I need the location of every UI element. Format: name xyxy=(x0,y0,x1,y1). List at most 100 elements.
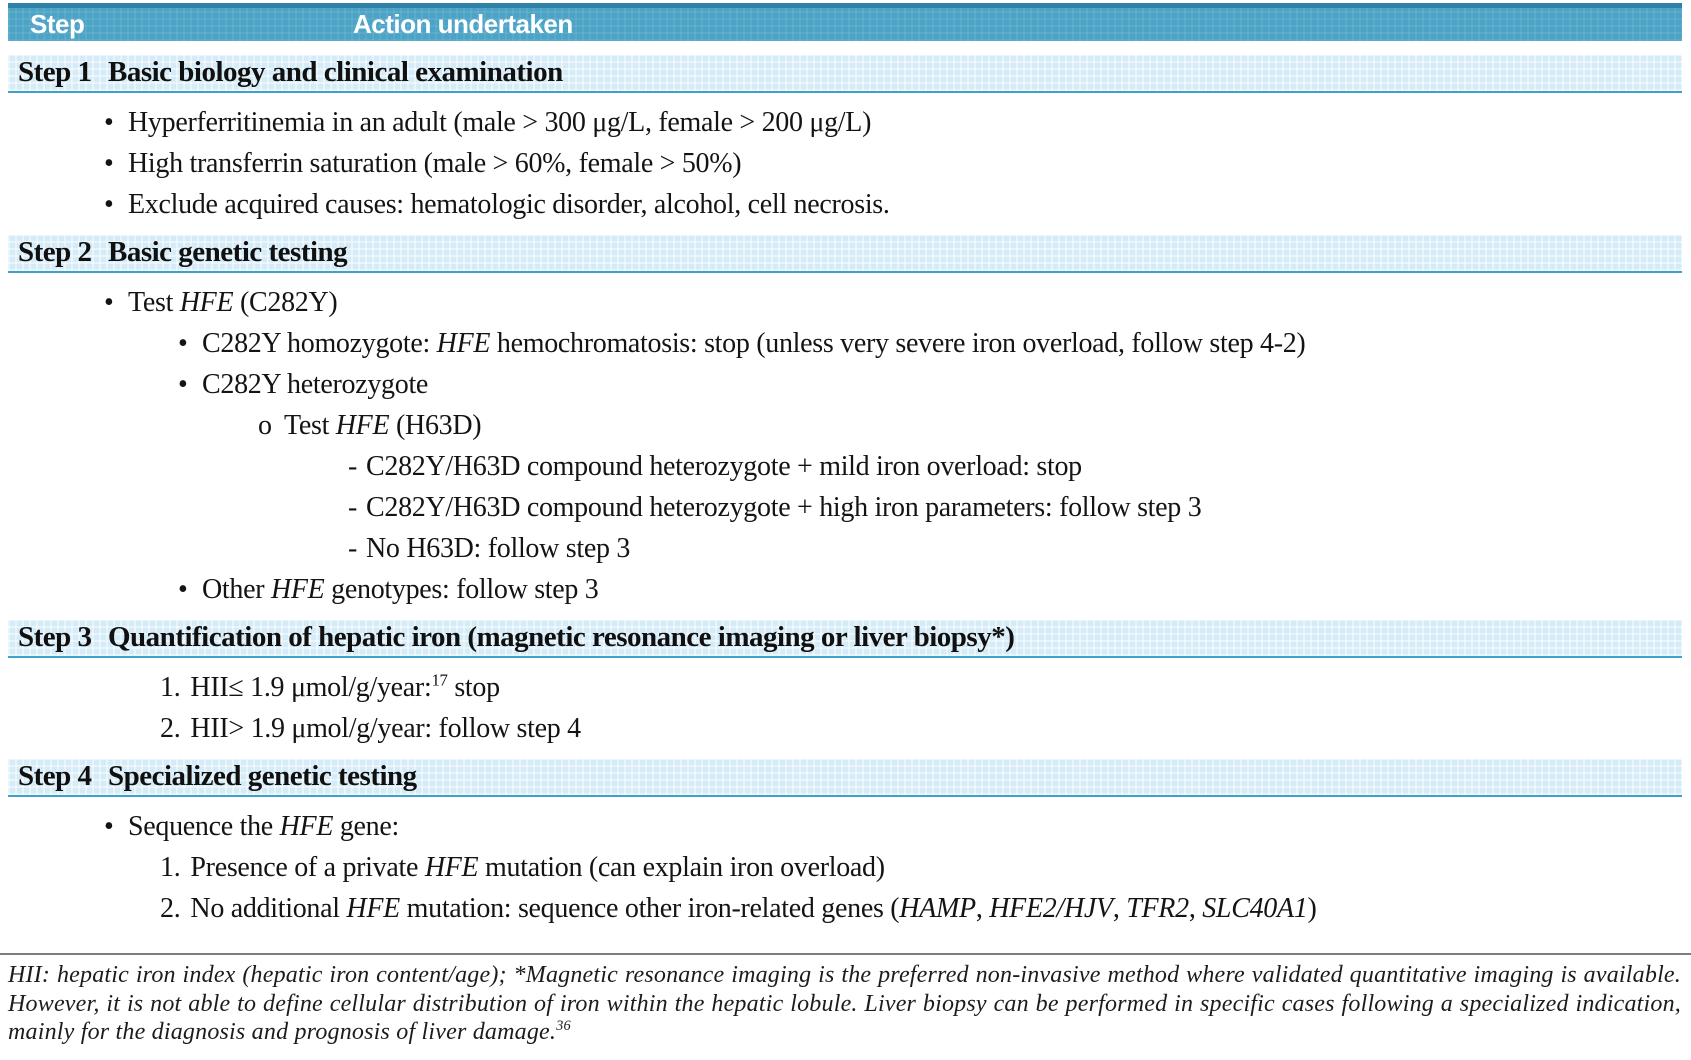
list-item: -C282Y/H63D compound heterozygote + high… xyxy=(8,487,1682,528)
item-text: Exclude acquired causes: hematologic dis… xyxy=(128,189,890,220)
step-section: Step 2 Basic genetic testing • Test HFE (… xyxy=(0,235,1691,620)
step-items: • Hyperferritinemia in an adult (male > 3… xyxy=(8,93,1682,235)
step-label: Step 2 xyxy=(18,236,92,268)
step-band: Step 2 Basic genetic testing xyxy=(8,235,1682,273)
text-segment: No H63D: follow step 3 xyxy=(366,533,631,564)
step-title: Specialized genetic testing xyxy=(108,760,417,792)
list-marker: - xyxy=(348,533,358,564)
step-band: Step 4 Specialized genetic testing xyxy=(8,759,1682,797)
list-item: -C282Y/H63D compound heterozygote + mild… xyxy=(8,446,1682,487)
item-text: Test HFE (H63D) xyxy=(284,410,482,441)
list-item: 1. HII≤ 1.9 μmol/g/year:17 stop xyxy=(8,667,1682,708)
column-header-step: Step xyxy=(30,9,85,39)
text-segment: ) xyxy=(1307,893,1317,924)
gene-name: HAMP xyxy=(899,893,976,924)
step-label: Step 4 xyxy=(18,760,92,792)
list-marker: - xyxy=(348,451,358,482)
footnote-divider xyxy=(0,953,1691,955)
table-header-row: Step Action undertaken xyxy=(8,3,1682,41)
text-segment: Test xyxy=(128,287,180,318)
text-segment: (C282Y) xyxy=(233,287,338,318)
gene-name: HFE xyxy=(436,328,491,359)
list-marker: 2. xyxy=(160,713,181,744)
item-text: Sequence the HFE gene: xyxy=(128,811,399,842)
step-band: Step 1 Basic biology and clinical examin… xyxy=(8,55,1682,93)
gene-name: HFE2/HJV xyxy=(989,893,1113,924)
text-segment: Other xyxy=(202,574,271,605)
list-marker: • xyxy=(178,369,188,400)
gene-name: HFE xyxy=(346,893,400,924)
list-marker: • xyxy=(178,328,188,359)
item-text: C282Y/H63D compound heterozygote + high … xyxy=(366,492,1202,523)
list-marker: • xyxy=(104,811,114,842)
text-segment: Sequence the xyxy=(128,811,280,842)
text-segment: C282Y/H63D compound heterozygote + high … xyxy=(366,492,1202,523)
text-segment: Hyperferritinemia in an adult (male > 30… xyxy=(128,107,872,138)
text-segment: HII: hepatic iron index (hepatic iron co… xyxy=(8,962,1681,1045)
list-item: o Test HFE (H63D) xyxy=(8,405,1682,446)
list-marker: - xyxy=(348,492,358,523)
item-text: High transferrin saturation (male > 60%,… xyxy=(128,148,742,179)
gene-name: TFR2 xyxy=(1126,893,1189,924)
item-text: C282Y heterozygote xyxy=(202,369,428,400)
text-segment: , xyxy=(1188,893,1203,924)
step-band: Step 3 Quantification of hepatic iron (m… xyxy=(8,620,1682,658)
item-text: Presence of a private HFE mutation (can … xyxy=(190,852,885,883)
item-text: Hyperferritinemia in an adult (male > 30… xyxy=(128,107,871,138)
gene-name: HFE xyxy=(424,852,479,883)
list-item: • C282Y heterozygote xyxy=(8,364,1682,405)
footnote-text: HII: hepatic iron index (hepatic iron co… xyxy=(8,961,1681,1047)
gene-name: SLC40A1 xyxy=(1202,893,1308,924)
step-items: 1. HII≤ 1.9 μmol/g/year:17 stop 2. HII> 1.9… xyxy=(8,658,1682,759)
list-item: •High transferrin saturation (male > 60%… xyxy=(8,143,1682,184)
list-item: • Other HFE genotypes: follow step 3 xyxy=(8,569,1682,610)
item-text: No H63D: follow step 3 xyxy=(366,533,630,564)
gene-name: HFE xyxy=(179,287,234,318)
text-segment: High transferrin saturation (male > 60%,… xyxy=(128,148,742,179)
item-text: No additional HFE mutation: sequence oth… xyxy=(190,893,1316,924)
item-text: Other HFE genotypes: follow step 3 xyxy=(202,574,599,605)
item-text: C282Y/H63D compound heterozygote + mild … xyxy=(366,451,1082,482)
text-segment: Exclude acquired causes: hematologic dis… xyxy=(128,189,890,220)
list-item: • Exclude acquired causes: hematologic di… xyxy=(8,184,1682,225)
list-marker: 1. xyxy=(160,852,181,883)
list-item: •Hyperferritinemia in an adult (male > 3… xyxy=(8,102,1682,143)
text-segment: C282Y heterozygote xyxy=(202,369,429,400)
gene-name: HFE xyxy=(270,574,325,605)
text-segment: Presence of a private xyxy=(190,852,425,883)
item-text: C282Y homozygote: HFE hemochromatosis: s… xyxy=(202,328,1306,359)
list-marker: • xyxy=(104,189,114,220)
step-section: Step 1 Basic biology and clinical examin… xyxy=(0,55,1691,235)
gene-name: HFE xyxy=(279,811,334,842)
steps-container: Step 1 Basic biology and clinical examin… xyxy=(0,55,1691,939)
text-segment: stop xyxy=(447,672,500,703)
step-section: Step 3 Quantification of hepatic iron (m… xyxy=(0,620,1691,759)
text-segment: Test xyxy=(284,410,336,441)
step-title: Quantification of hepatic iron (magnetic… xyxy=(108,621,1015,653)
column-header-action: Action undertaken xyxy=(353,9,573,39)
list-item: -No H63D: follow step 3 xyxy=(8,528,1682,569)
superscript-reference: 36 xyxy=(556,1018,571,1034)
step-title: Basic biology and clinical examination xyxy=(108,56,563,88)
list-item: 2. HII> 1.9 μmol/g/year: follow step 4 xyxy=(8,708,1682,749)
text-segment: , xyxy=(975,893,990,924)
list-item: 2.No additional HFE mutation: sequence o… xyxy=(8,888,1682,929)
list-marker: o xyxy=(258,410,272,441)
text-segment: No additional xyxy=(190,893,347,924)
step-label: Step 3 xyxy=(18,621,92,653)
list-marker: 1. xyxy=(160,672,181,703)
list-marker: • xyxy=(178,574,188,605)
item-text: HII≤ 1.9 μmol/g/year:17 stop xyxy=(190,672,500,703)
step-items: • Sequence the HFE gene: 1. Presence of a p… xyxy=(8,797,1682,939)
list-item: • C282Y homozygote: HFE hemochromatosis: … xyxy=(8,323,1682,364)
text-segment: HII≤ 1.9 μmol/g/year: xyxy=(190,672,432,703)
item-text: HII> 1.9 μmol/g/year: follow step 4 xyxy=(190,713,581,744)
list-item: • Sequence the HFE gene: xyxy=(8,806,1682,847)
text-segment: HII> 1.9 μmol/g/year: follow step 4 xyxy=(190,713,581,744)
text-segment: C282Y homozygote: xyxy=(202,328,437,359)
item-text: Test HFE (C282Y) xyxy=(128,287,338,318)
step-title: Basic genetic testing xyxy=(108,236,348,268)
text-segment: genotypes: follow step 3 xyxy=(324,574,599,605)
text-segment: mutation: sequence other iron-related ge… xyxy=(399,893,900,924)
text-segment: C282Y/H63D compound heterozygote + mild … xyxy=(366,451,1082,482)
